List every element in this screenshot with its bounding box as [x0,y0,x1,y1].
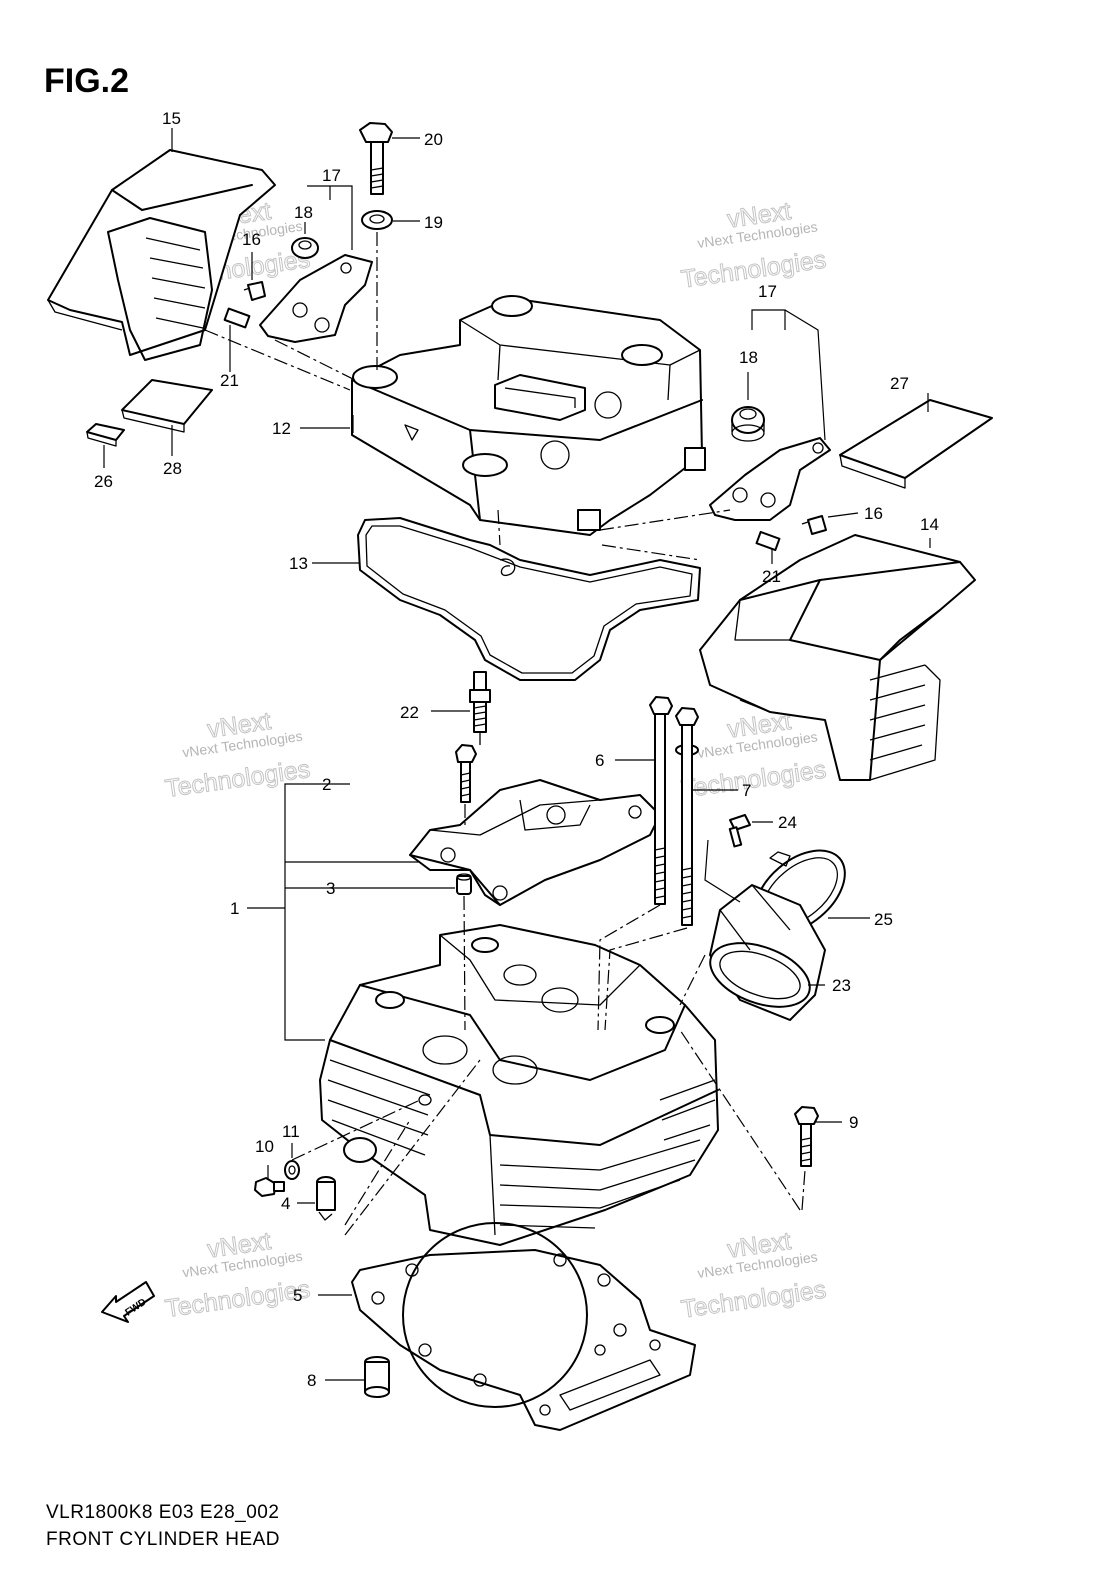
callout-25: 25 [874,910,893,929]
watermark-bottom-right: vNext vNext Technologies Technologies [679,1227,828,1325]
callout-5: 5 [293,1286,302,1305]
camshaft-holder [409,779,661,906]
part-23-intake-pipe [709,884,826,1021]
callout-19: 19 [424,213,443,232]
watermark-middle-left: vNext vNext Technologies Technologies [163,707,312,804]
part-19-washer [361,210,393,230]
callout-26: 26 [94,472,113,491]
callout-24: 24 [778,813,797,832]
callout-21-left: 21 [220,371,239,390]
part-22-spark-plug [469,671,491,745]
part-9-bolt [794,1106,819,1167]
alignment-lines [204,232,806,1236]
callout-23: 23 [832,976,851,995]
svg-text:Technologies: Technologies [679,756,827,804]
part-27-pad [839,399,993,489]
callout-11: 11 [282,1122,300,1141]
callout-3: 3 [326,879,335,898]
footer-part-name: FRONT CYLINDER HEAD [46,1529,281,1550]
part-14-side-cover-right [699,534,976,781]
svg-text:Technologies: Technologies [163,755,311,803]
svg-text:Technologies: Technologies [679,1276,827,1324]
callout-labels: 15 20 17 19 18 16 21 12 28 26 13 17 18 2… [94,109,939,1390]
part-10-plug-bolt [254,1177,285,1197]
callout-14: 14 [920,515,939,534]
svg-text:Technologies: Technologies [679,246,827,294]
fwd-arrow-icon: FWD [101,1281,155,1323]
part-11-gasket-washer [284,1160,300,1180]
callout-21-right: 21 [762,567,781,586]
callout-18-right: 18 [739,348,758,367]
callout-16-left: 16 [242,230,261,249]
svg-text:Technologies: Technologies [163,1275,311,1323]
part-15-side-cover-left [47,149,276,361]
callout-1: 1 [230,899,239,918]
part-21-bolt-left [223,307,251,329]
part-7-stud-bolt [675,707,699,926]
callout-22: 22 [400,703,419,722]
part-2-bolt [455,744,477,803]
callout-2: 2 [322,775,331,794]
part-24-screw [728,814,751,848]
callout-17-left: 17 [322,166,341,185]
part-16-bolt-left [243,281,266,301]
callout-20: 20 [424,130,443,149]
callout-12: 12 [272,419,291,438]
part-1-cylinder-head [319,924,719,1246]
part-18-grommet-left [291,237,319,259]
part-17-bracket-right [709,437,831,521]
callout-27: 27 [890,374,909,393]
part-6-stud-bolt [649,696,673,905]
part-12-cylinder-head-cover [351,295,706,536]
callout-4: 4 [281,1194,290,1213]
part-4-oil-jet [316,1176,336,1221]
callout-7: 7 [742,781,751,800]
watermark-top-right: vNext vNext Technologies Technologies [679,197,828,295]
part-18-grommet-right [731,406,765,442]
part-28-pad [121,379,213,433]
part-17-bracket-left [259,254,373,343]
part-16-bolt-right [801,515,827,535]
callout-8: 8 [307,1371,316,1390]
leader-lines [103,128,931,1381]
figure-title: FIG.2 [44,62,130,100]
watermark-bottom-left: vNext vNext Technologies Technologies [163,1227,312,1324]
callout-28: 28 [163,459,182,478]
callout-18-left: 18 [294,203,313,222]
callout-6: 6 [595,751,604,770]
footer-model-code: VLR1800K8 E03 E28_002 [46,1502,280,1523]
callout-13: 13 [289,554,308,573]
part-3-dowel-pin [456,873,472,895]
part-5-cylinder-head-gasket [351,1222,696,1431]
part-8-dowel [364,1356,390,1398]
callout-10: 10 [255,1137,274,1156]
part-26-small-pad [86,423,125,447]
part-21-bolt-right [755,530,781,552]
callout-15: 15 [162,109,181,128]
callout-16-right: 16 [864,504,883,523]
callout-9: 9 [849,1113,858,1132]
part-20-bolt-top [359,122,393,195]
callout-17-right: 17 [758,282,777,301]
part-13-head-cover-gasket [357,517,701,681]
